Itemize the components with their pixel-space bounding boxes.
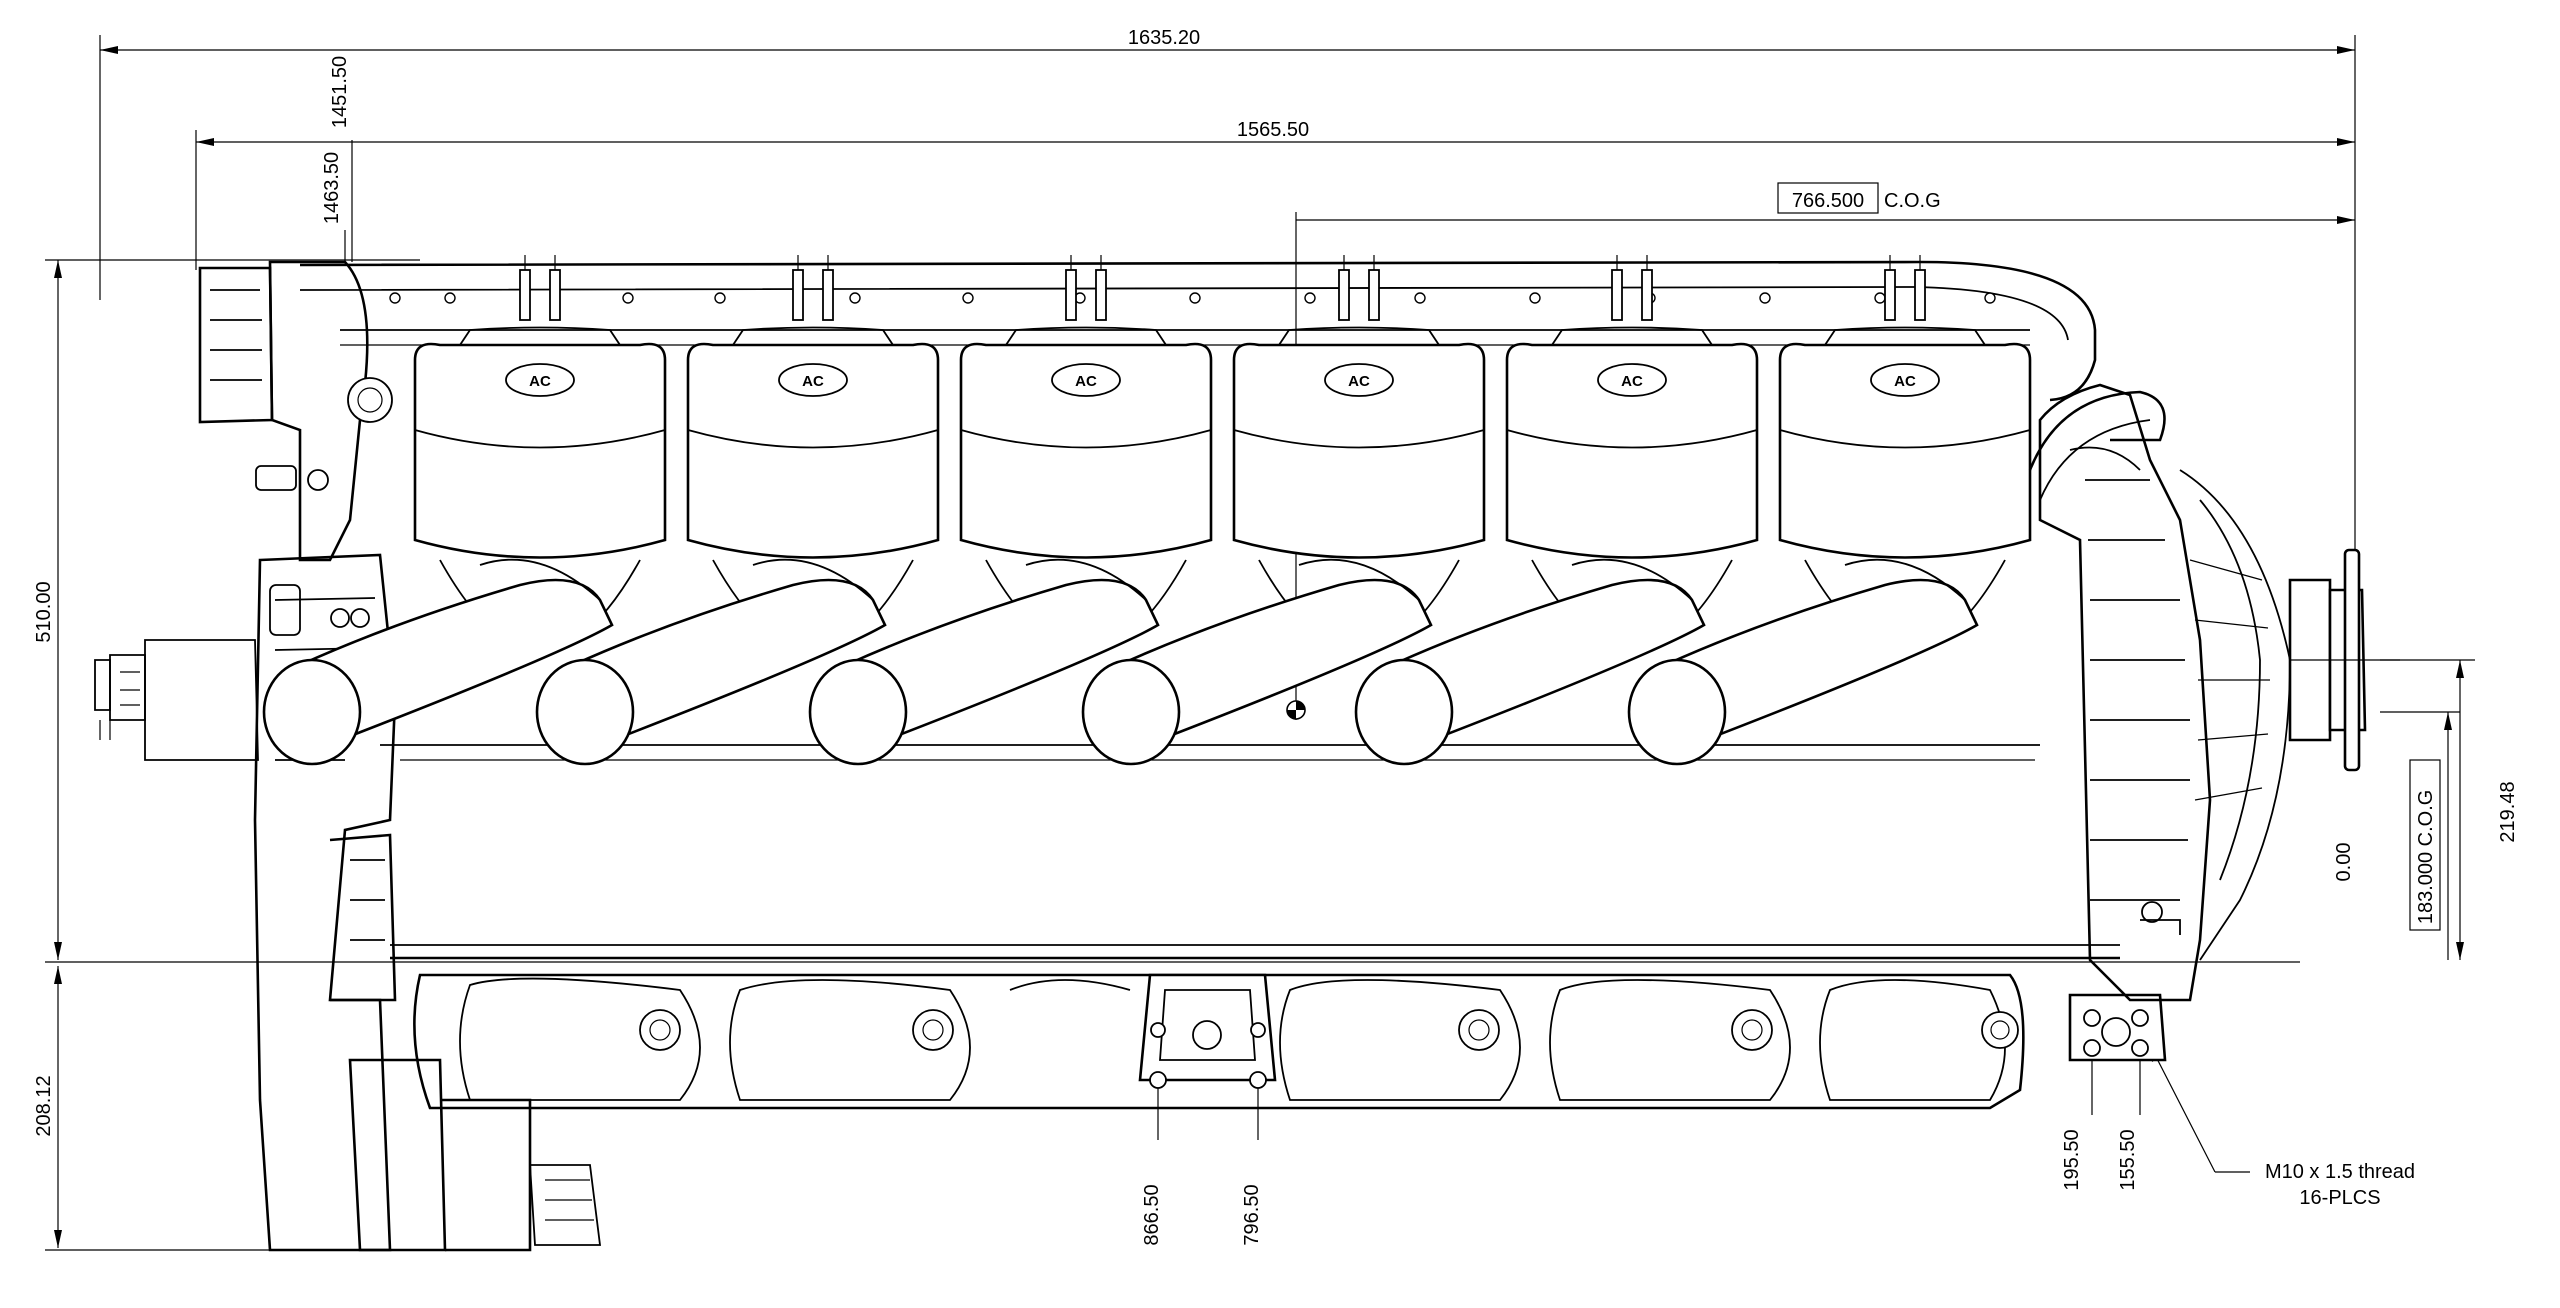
front-coupling	[94, 659, 111, 740]
cylinders: AC AC	[413, 255, 2032, 651]
thread-callout-line2: 16-PLCS	[2299, 1187, 2380, 1209]
cylinder-badge-3: AC	[1075, 373, 1097, 390]
dim-height-lower-left: 208.12	[33, 1075, 55, 1136]
cog-y-box	[2409, 759, 2441, 931]
sensor-port	[2141, 901, 2163, 923]
spark-plug-6	[1884, 255, 1926, 321]
exhaust-pipe-3	[808, 558, 1160, 766]
spark-plug-2	[792, 255, 834, 321]
dim-mount-4: 155.50	[2117, 1129, 2139, 1190]
center-mount-bracket	[1138, 973, 1277, 1089]
crankcase-lower	[413, 973, 2167, 1110]
cylinder-badge-4: AC	[1348, 373, 1370, 390]
exhaust-pipes	[262, 558, 1979, 766]
dim-overall-length: 1635.20	[1128, 27, 1200, 49]
cylinder-badge-5: AC	[1621, 373, 1643, 390]
dim-mount-3: 195.50	[2061, 1129, 2083, 1190]
cylinder-badge-2: AC	[802, 373, 824, 390]
spark-plug-1	[519, 255, 561, 321]
cylinder-badge-1: AC	[529, 373, 551, 390]
dim-height-top-1: 1451.50	[329, 56, 351, 128]
dim-mount-2: 796.50	[1241, 1184, 1263, 1245]
dim-length-2: 1565.50	[1237, 119, 1309, 141]
prop-flange	[2288, 548, 2400, 772]
cylinder-5: AC	[1505, 255, 1759, 651]
dim-mount-1: 866.50	[1141, 1184, 1163, 1245]
spark-plug-3	[1065, 255, 1107, 321]
dimension-texts: 1635.20 1565.50 766.500 C.O.G 1451.50 14…	[33, 27, 2519, 1246]
rail-bolts	[389, 292, 1996, 304]
dim-cog-y-suffix: C.O.G	[2415, 790, 2437, 847]
spark-plug-5	[1611, 255, 1653, 321]
cylinder-6: AC	[1778, 255, 2032, 651]
dim-height-left: 510.00	[33, 581, 55, 642]
rear-mount-bracket	[2068, 993, 2167, 1062]
cylinder-2: AC	[686, 255, 940, 651]
cylinder-3: AC	[959, 255, 1213, 651]
exhaust-pipe-2	[535, 558, 887, 766]
cog-x-box	[1777, 182, 1879, 214]
rear-gearbox	[2028, 383, 2400, 1002]
dim-cog-x-suffix: C.O.G	[1884, 190, 1941, 212]
cylinder-4: AC	[1232, 255, 1486, 651]
dim-cog-y: 183.000	[2415, 852, 2437, 924]
dim-height-right: 219.48	[2497, 781, 2519, 842]
dim-height-top-2: 1463.50	[321, 152, 343, 224]
exhaust-pipe-5	[1354, 558, 1706, 766]
exhaust-pipe-6	[1627, 558, 1979, 766]
oil-ports	[639, 1009, 2019, 1051]
cylinder-badge-6: AC	[1894, 373, 1916, 390]
exhaust-pipe-4	[1081, 558, 1433, 766]
dimension-lines	[45, 35, 2475, 1251]
cylinder-1: AC	[413, 255, 667, 651]
thread-callout-line1: M10 x 1.5 thread	[2265, 1161, 2415, 1183]
exhaust-pipe-1	[262, 558, 614, 766]
engine-body	[109, 260, 2120, 1252]
dim-cog-x: 766.500	[1792, 190, 1864, 212]
spark-plug-4	[1338, 255, 1380, 321]
dim-datum-zero: 0.00	[2333, 843, 2355, 882]
